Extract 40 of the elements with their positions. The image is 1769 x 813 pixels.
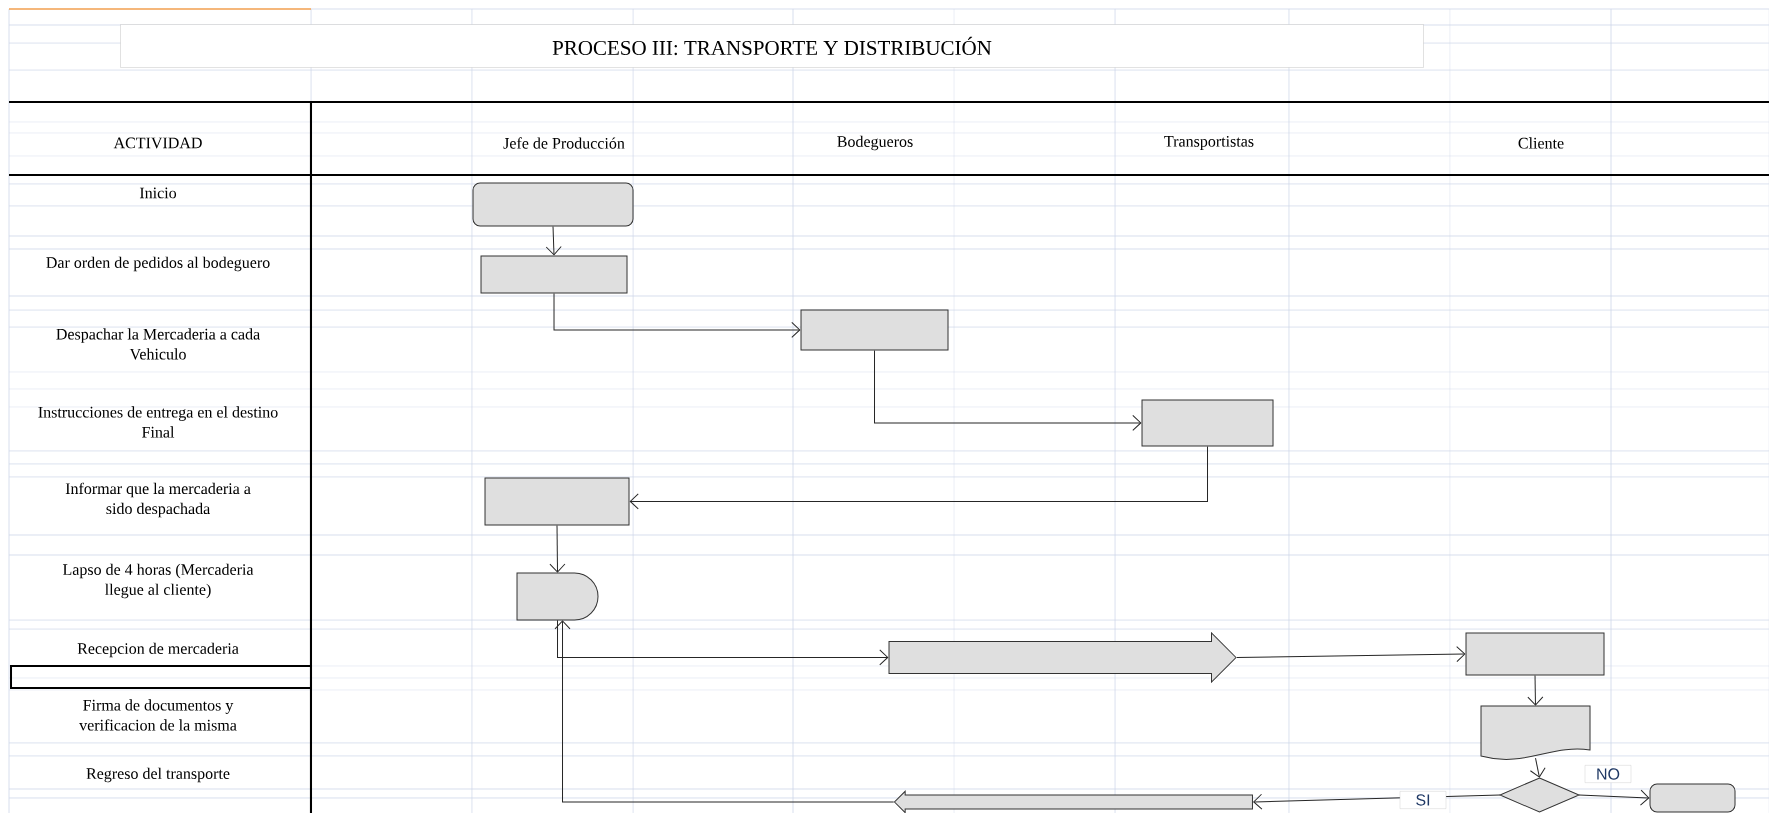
arrow bbox=[874, 350, 1142, 431]
activity-label: Regreso del transporte bbox=[86, 767, 230, 783]
arrow bbox=[553, 293, 801, 338]
process-box bbox=[484, 477, 630, 526]
activity-label: Informar que la mercaderia a sido despachada bbox=[65, 482, 251, 518]
activity-label: Lapso de 4 horas (Mercaderia llegue al cliente) bbox=[62, 563, 254, 599]
block-arrow bbox=[893, 790, 1253, 813]
title-box: PROCESO III: TRANSPORTE Y DISTRIBUCIÓN bbox=[120, 24, 1424, 68]
process-box bbox=[1141, 399, 1274, 447]
activity-label: Firma de documentos y verificacion de la misma bbox=[79, 699, 237, 731]
edge-label: SI bbox=[1399, 791, 1447, 809]
delay-shape bbox=[516, 572, 599, 621]
edge-label: NO bbox=[1584, 765, 1632, 783]
document-shape bbox=[1480, 705, 1591, 760]
column-header: Cliente bbox=[1518, 137, 1564, 149]
arrow bbox=[545, 226, 562, 256]
block-arrow bbox=[888, 632, 1237, 683]
terminal-shape bbox=[1649, 783, 1736, 813]
column-header: Bodegueros bbox=[837, 135, 913, 151]
column-header: Jefe de Producción bbox=[503, 137, 625, 149]
decision-diamond bbox=[1499, 777, 1580, 813]
arrow bbox=[549, 525, 566, 573]
activity-label: Recepcion de mercaderia bbox=[77, 642, 239, 658]
arrow bbox=[1527, 675, 1544, 706]
activity-label: Inicio bbox=[139, 187, 177, 199]
activity-label: Instrucciones de entrega en el destino Final bbox=[38, 406, 278, 438]
arrow bbox=[554, 620, 895, 803]
arrow bbox=[557, 619, 889, 666]
activity-label: Dar orden de pedidos al bodeguero bbox=[46, 256, 270, 272]
arrow bbox=[1578, 789, 1650, 806]
arrow bbox=[1529, 757, 1546, 778]
column-header: ACTIVIDAD bbox=[113, 137, 202, 149]
arrow bbox=[1236, 646, 1466, 663]
process-box bbox=[480, 255, 628, 294]
process-box bbox=[800, 309, 949, 351]
terminal-shape bbox=[472, 182, 634, 227]
column-header: Transportistas bbox=[1164, 136, 1254, 150]
process-box bbox=[1465, 632, 1605, 676]
activity-label: Despachar la Mercaderia a cada Vehiculo bbox=[56, 328, 260, 360]
arrow bbox=[629, 446, 1208, 510]
